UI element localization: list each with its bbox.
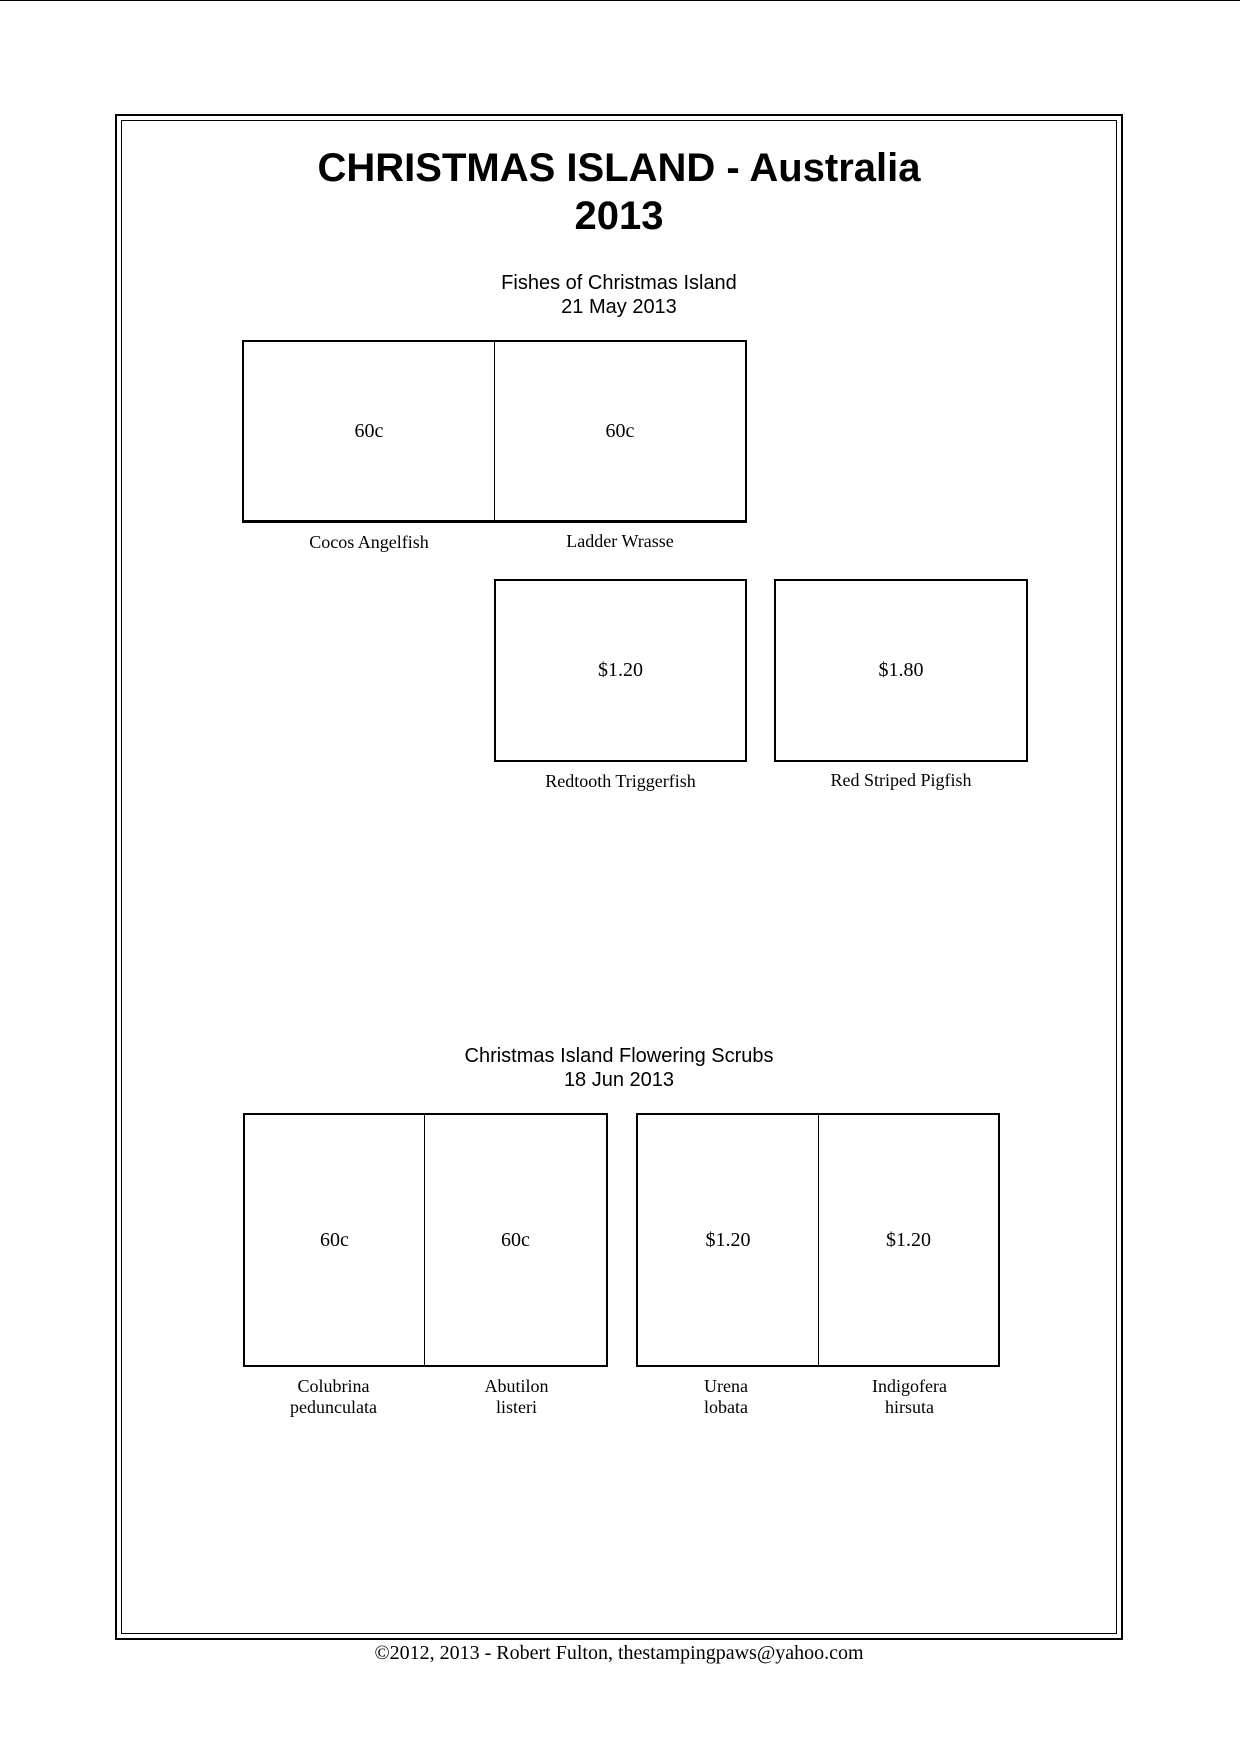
stamp-value-wrap: $1.20 [496, 581, 745, 760]
stamp-denomination: 60c [354, 419, 384, 442]
copyright-footer: ©2012, 2013 - Robert Fulton, thestamping… [374, 1642, 864, 1664]
top-rule [0, 0, 1240, 1]
stamp-mount-redtooth-triggerfish [494, 579, 747, 762]
stamp-denomination: $1.20 [598, 659, 643, 681]
stamp-divider [818, 1113, 819, 1367]
stamp-caption: Ladder Wrasse [566, 531, 674, 551]
stamp-denomination: $1.80 [878, 659, 924, 681]
stamp-denomination: 60c [605, 419, 635, 442]
stamp-caption: Indigofera hirsuta [872, 1376, 947, 1417]
set-title-fishes: Fishes of Christmas Island [501, 272, 737, 294]
stamp-caption: Urena lobata [704, 1376, 748, 1417]
stamp-caption: Redtooth Triggerfish [545, 771, 696, 791]
stamp-mount-abutilon: 60c [425, 1115, 606, 1365]
stamp-caption: Colubrina pedunculata [290, 1376, 377, 1417]
stamp-caption: Abutilon listeri [484, 1376, 549, 1417]
page-title: CHRISTMAS ISLAND - Australia [317, 146, 921, 190]
stamp-divider [494, 340, 495, 521]
stamp-pair-box [243, 1113, 608, 1367]
stamp-denomination: $1.20 [886, 1228, 931, 1251]
stamp-mount-red-striped-pigfish [774, 579, 1028, 762]
set-title-scrubs: Christmas Island Flowering Scrubs [464, 1045, 774, 1067]
stamp-mount-colubrina: 60c [245, 1115, 424, 1365]
page-year: 2013 [574, 194, 664, 238]
page-border-inner [121, 120, 1117, 1634]
stamp-denomination: $1.20 [705, 1228, 751, 1251]
stamp-mount-cocos-angelfish: 60c [244, 342, 494, 520]
page-border-outer [115, 114, 1123, 1640]
set-date-fishes: 21 May 2013 [561, 296, 677, 318]
stamp-caption: Red Striped Pigfish [830, 770, 972, 790]
stamp-divider [424, 1113, 425, 1367]
stamp-mount-ladder-wrasse: 60c [495, 342, 745, 520]
stamp-denomination: 60c [501, 1228, 530, 1251]
stamp-value-wrap: $1.80 [776, 581, 1026, 760]
stamp-denomination: 60c [320, 1228, 349, 1251]
stamp-mount-indigofera: $1.20 [819, 1115, 998, 1365]
set-date-scrubs: 18 Jun 2013 [563, 1069, 675, 1091]
stamp-caption: Cocos Angelfish [309, 532, 429, 552]
stamp-mount-urena: $1.20 [638, 1115, 818, 1365]
